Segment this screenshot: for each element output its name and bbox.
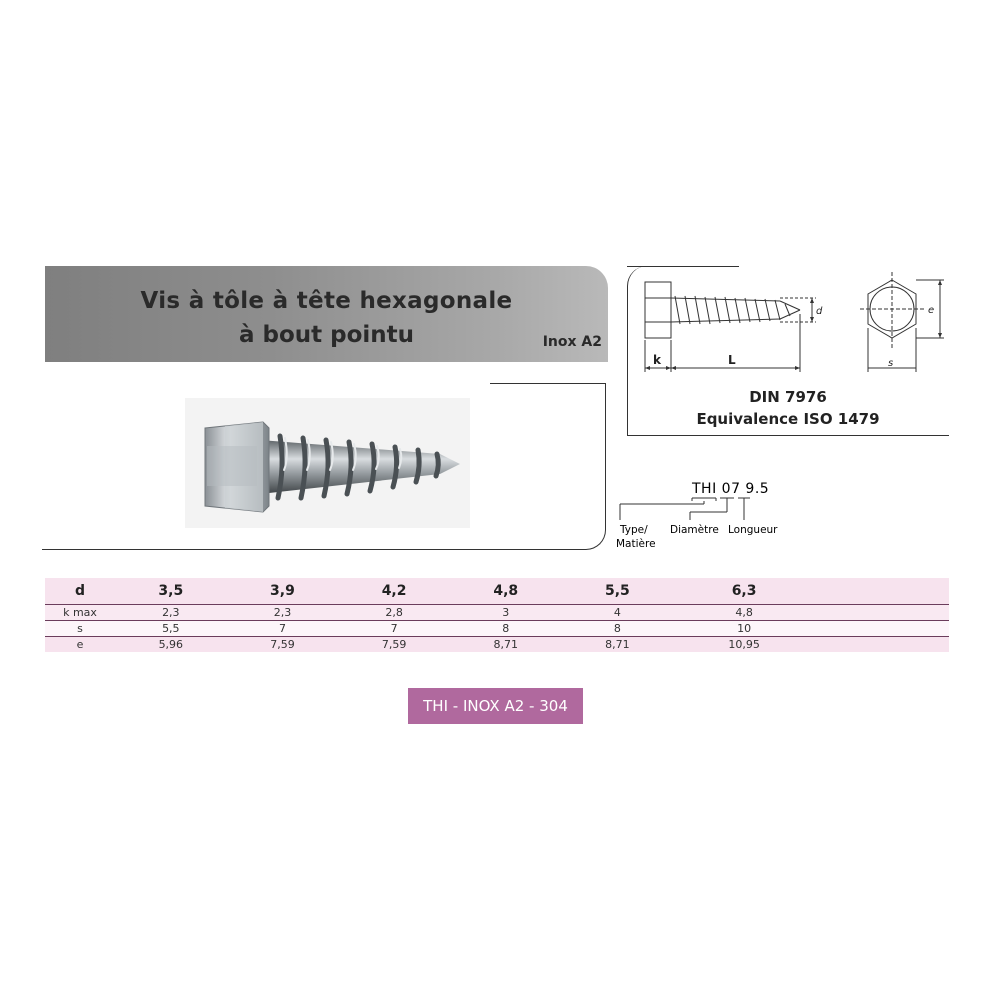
- table-spacer-cell: [815, 636, 949, 652]
- table-row-label: k max: [45, 604, 115, 621]
- table-header-cell: 3,9: [226, 578, 339, 605]
- drawing-label-k: k: [653, 353, 662, 367]
- product-title-line1: Vis à tôle à tête hexagonale: [140, 288, 513, 314]
- specification-table: d 3,5 3,9 4,2 4,8 5,5 6,3 k max 2,3 2,3 …: [45, 578, 949, 652]
- reference-code: THI 07 9.5: [691, 481, 769, 497]
- technical-drawing: k L d e s: [644, 272, 944, 372]
- table-row: e 5,96 7,59 7,59 8,71 8,71 10,95: [45, 636, 949, 652]
- table-cell: 7: [338, 620, 450, 637]
- screw-photo: [185, 398, 470, 528]
- drawing-frame: [627, 266, 949, 436]
- table-cell: 10: [673, 620, 815, 637]
- drawing-label-e: e: [928, 305, 934, 316]
- table-header-cell: 5,5: [561, 578, 674, 605]
- table-cell: 8: [561, 620, 674, 637]
- table-cell: 10,95: [673, 636, 815, 652]
- table-spacer-cell: [815, 604, 949, 621]
- table-cell: 3: [449, 604, 562, 621]
- table-row: s 5,5 7 7 8 8 10: [45, 620, 949, 637]
- legend-type-line1: Type/: [619, 524, 648, 536]
- table-cell: 5,5: [115, 620, 227, 637]
- photo-frame-top-line: [490, 383, 606, 384]
- table-cell: 2,3: [115, 604, 227, 621]
- legend-diameter: Diamètre: [670, 524, 719, 536]
- drawing-label-d: d: [816, 306, 823, 317]
- reference-code-legend: THI 07 9.5 Type/ Matière Diamètre Longue…: [616, 481, 778, 550]
- table-cell: 7,59: [338, 636, 450, 652]
- table-cell: 2,8: [338, 604, 450, 621]
- table-cell: 7,59: [226, 636, 339, 652]
- table-cell: 8,71: [449, 636, 562, 652]
- table-row: k max 2,3 2,3 2,8 3 4 4,8: [45, 604, 949, 621]
- table-cell: 4,8: [673, 604, 815, 621]
- product-reference-badge: THI - INOX A2 - 304: [408, 688, 583, 724]
- table-header-cell: 4,2: [338, 578, 450, 605]
- table-cell: 8,71: [561, 636, 674, 652]
- standard-iso-equivalence: Equivalence ISO 1479: [696, 410, 880, 428]
- drawing-label-s: s: [888, 358, 893, 369]
- table-header-cell: d: [45, 578, 115, 605]
- material-label: Inox A2: [542, 334, 602, 350]
- legend-length: Longueur: [728, 524, 778, 536]
- drawing-label-L: L: [728, 353, 736, 367]
- table-cell: 8: [449, 620, 562, 637]
- legend-type-line2: Matière: [616, 538, 656, 550]
- table-cell: 7: [226, 620, 339, 637]
- table-cell: 4: [561, 604, 674, 621]
- photo-frame: [42, 383, 606, 550]
- title-banner: Vis à tôle à tête hexagonale à bout poin…: [45, 266, 608, 362]
- table-spacer-cell: [815, 578, 949, 605]
- table-header-cell: 3,5: [115, 578, 227, 605]
- table-cell: 2,3: [226, 604, 339, 621]
- table-cell: 5,96: [115, 636, 227, 652]
- product-title-line2: à bout pointu: [238, 322, 415, 348]
- table-row-label: e: [45, 636, 115, 652]
- table-header-cell: 6,3: [673, 578, 815, 605]
- table-spacer-cell: [815, 620, 949, 637]
- drawing-frame-top-line: [627, 266, 739, 267]
- table-header-cell: 4,8: [449, 578, 562, 605]
- table-header-row: d 3,5 3,9 4,2 4,8 5,5 6,3: [45, 578, 949, 605]
- standard-din: DIN 7976: [749, 388, 827, 406]
- table-row-label: s: [45, 620, 115, 637]
